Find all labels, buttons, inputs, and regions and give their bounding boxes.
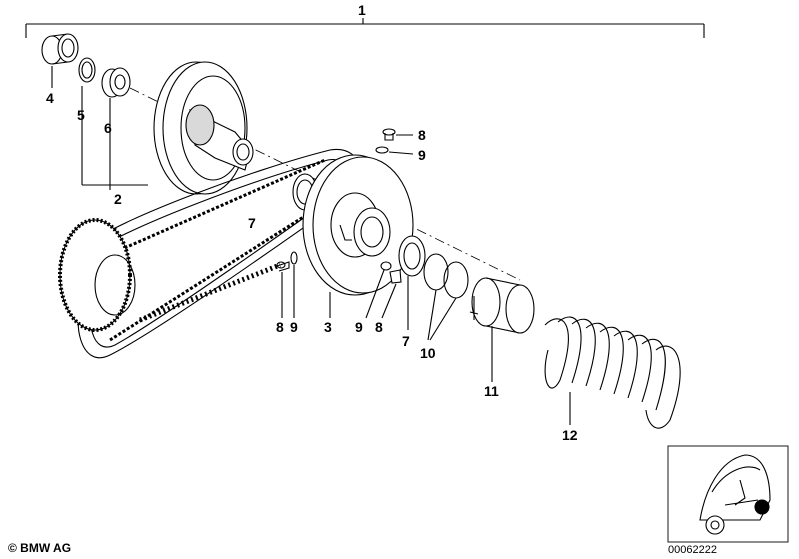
- label-8-top: 8: [418, 127, 426, 143]
- label-7-right: 7: [402, 333, 410, 349]
- part-3-movable-pulley: [302, 154, 414, 296]
- part-9-washer-left: [290, 251, 298, 265]
- part-6-bearing: [101, 67, 131, 98]
- part-2-pulley-half: [153, 61, 254, 195]
- label-2: 2: [114, 191, 122, 207]
- label-1: 1: [358, 2, 366, 18]
- label-5: 5: [77, 107, 85, 123]
- part-7-seal-ring-right: [398, 235, 426, 277]
- assembly-bracket: [25, 18, 705, 38]
- label-10: 10: [420, 345, 436, 361]
- label-9-left: 9: [290, 319, 298, 335]
- label-11: 11: [484, 383, 499, 399]
- copyright-text: © BMW AG: [8, 541, 71, 555]
- label-8-right: 8: [375, 319, 383, 335]
- gear-pulley: [58, 218, 136, 332]
- label-4: 4: [46, 90, 54, 106]
- part-11-sleeve: [469, 277, 535, 334]
- part-10-rings: [423, 253, 469, 299]
- location-marker-icon: [754, 499, 770, 515]
- part-9-washer-right: [380, 261, 392, 271]
- label-7-left: 7: [248, 215, 256, 231]
- image-number: 00062222: [668, 544, 717, 556]
- label-9-top: 9: [418, 147, 426, 163]
- part-8-pin-top: [382, 128, 396, 141]
- vehicle-inset: [667, 445, 789, 543]
- part-9-washer-top: [375, 146, 389, 154]
- part-8-pin-left: [276, 261, 290, 272]
- part-5-ring: [78, 57, 96, 83]
- label-12: 12: [562, 427, 578, 443]
- label-6: 6: [104, 120, 112, 136]
- part-labels: 1 4 5 6 2 7 8 9 8 9 3 9 8 7 10 11 12: [46, 2, 578, 443]
- label-9-right: 9: [355, 319, 363, 335]
- part-8-pin-right: [389, 269, 402, 284]
- part-4-bush: [41, 33, 79, 65]
- label-8-left: 8: [276, 319, 284, 335]
- label-3: 3: [324, 319, 332, 335]
- part-12-spring: [544, 316, 681, 429]
